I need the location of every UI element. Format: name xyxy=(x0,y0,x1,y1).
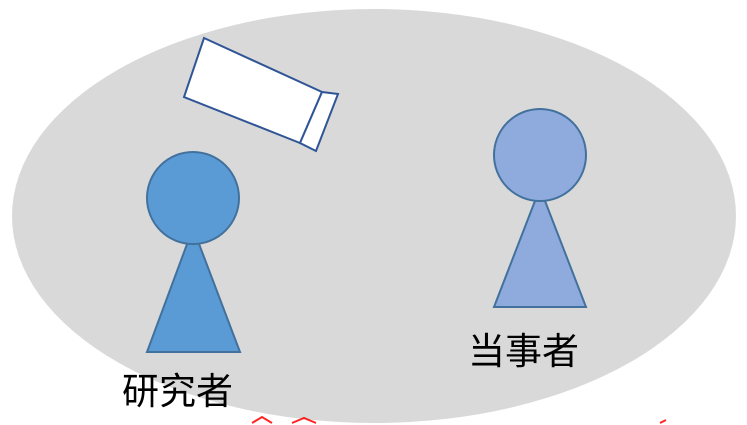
video-camera-icon xyxy=(182,36,340,153)
cropped-red-annotation xyxy=(251,415,667,424)
participant-figure xyxy=(492,108,588,308)
researcher-label: 研究者 xyxy=(122,370,233,413)
participant-label: 当事者 xyxy=(468,330,579,373)
researcher-body xyxy=(145,225,242,353)
shared-space-ellipse xyxy=(12,9,736,423)
researcher-figure xyxy=(145,151,242,353)
participant-head xyxy=(493,108,587,202)
participant-body xyxy=(492,185,588,308)
researcher-head xyxy=(146,151,240,245)
